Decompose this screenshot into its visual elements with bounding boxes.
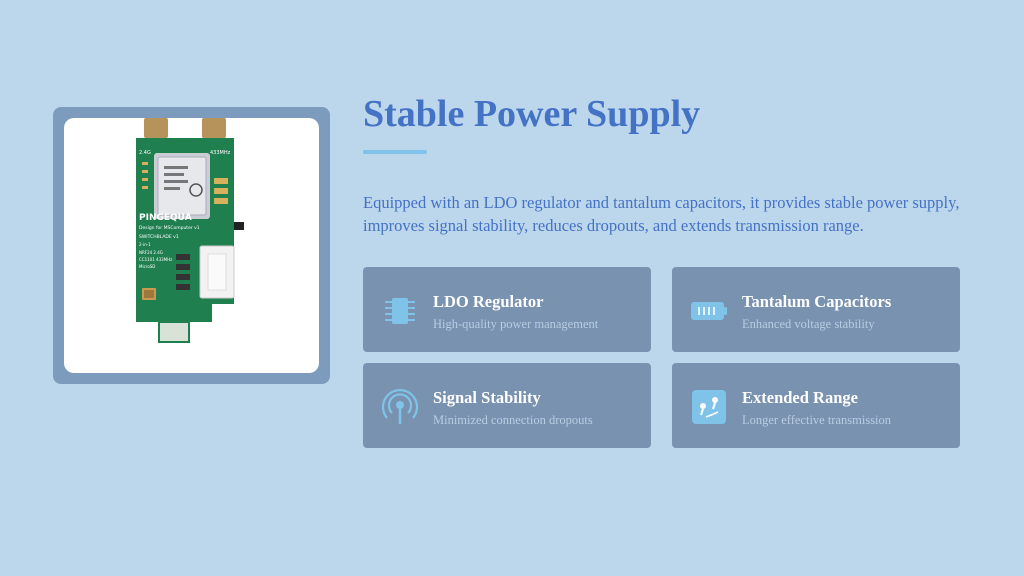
feature-card-tantalum-capacitors: Tantalum Capacitors Enhanced voltage sta…	[672, 267, 960, 352]
feature-subtitle: Longer effective transmission	[742, 413, 892, 427]
pcb-design-label: Design for MSComputer v1	[139, 225, 200, 231]
feature-subtitle: High-quality power management	[433, 317, 599, 331]
feature-card-signal-stability: Signal Stability Minimized connection dr…	[363, 363, 651, 448]
antenna-icon	[381, 389, 419, 424]
pcb-line3-label: 2-in-1	[139, 242, 151, 247]
pcb-line4-label: NRF24 2.4G	[139, 250, 163, 255]
pcb-brand-label: PINGEQUA	[139, 213, 192, 223]
battery-icon	[691, 302, 727, 320]
range-icon	[692, 390, 726, 424]
feature-title: LDO Regulator	[433, 292, 544, 311]
chip-icon	[385, 298, 415, 324]
feature-card-ldo-regulator: LDO Regulator High-quality power managem…	[363, 267, 651, 352]
page-title: Stable Power Supply	[363, 93, 701, 135]
title-underline	[363, 150, 427, 154]
feature-title: Extended Range	[742, 388, 858, 407]
pcb-freq-left-label: 2.4G	[139, 150, 151, 156]
pcb-model-label: SWITCHBLADE v1	[139, 234, 179, 240]
feature-card-extended-range: Extended Range Longer effective transmis…	[672, 363, 960, 448]
pcb-board-image: PINGEQUA Design for MSComputer v1 SWITCH…	[136, 118, 244, 343]
feature-subtitle: Minimized connection dropouts	[433, 413, 593, 427]
feature-subtitle: Enhanced voltage stability	[742, 317, 875, 331]
product-image-frame: PINGEQUA Design for MSComputer v1 SWITCH…	[53, 107, 330, 384]
description-text: Equipped with an LDO regulator and tanta…	[363, 193, 960, 235]
feature-title: Signal Stability	[433, 388, 541, 407]
pcb-line6-label: MicroSD	[139, 264, 155, 269]
pcb-line5-label: CC1101 433MHz	[139, 257, 172, 262]
feature-title: Tantalum Capacitors	[742, 292, 892, 311]
product-image-card: PINGEQUA Design for MSComputer v1 SWITCH…	[64, 118, 319, 373]
pcb-freq-right-label: 433MHz	[210, 150, 231, 156]
